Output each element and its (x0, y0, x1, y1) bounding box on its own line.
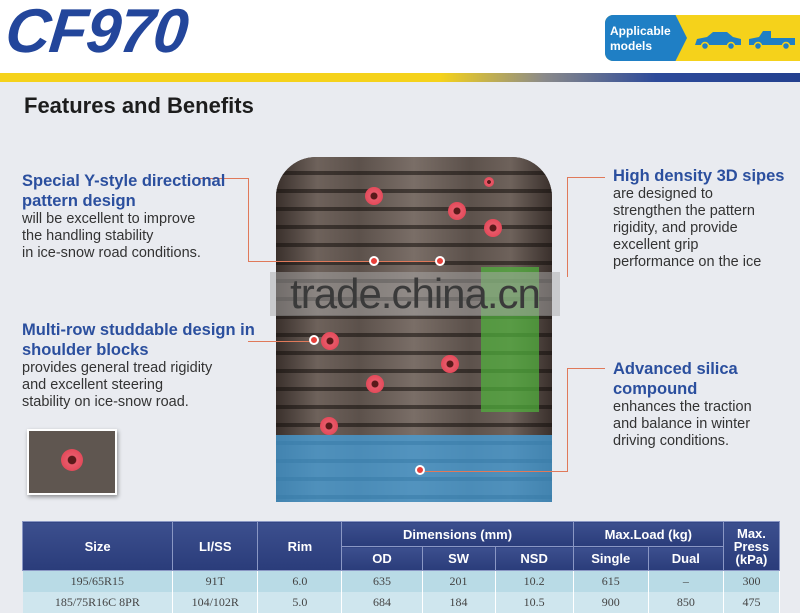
cell-nsd: 10.5 (495, 591, 574, 613)
feature-title: Advanced silica compound (613, 360, 738, 398)
callout-line (567, 368, 568, 472)
header-bar: CF970 Applicable models (0, 0, 800, 73)
feature-title: Special Y-style directional pattern desi… (22, 172, 226, 210)
cell-dual: – (648, 570, 724, 592)
col-dual: Dual (647, 546, 724, 571)
stud (61, 449, 83, 471)
stud (441, 355, 459, 373)
col-single: Single (572, 546, 649, 571)
spec-table: Size LI/SS Rim Dimensions (mm) Max.Load … (21, 521, 781, 613)
callout-dot (369, 256, 379, 266)
col-rim: Rim (257, 521, 343, 571)
feature-body: are designed to strengthen the pattern r… (613, 186, 762, 270)
cell-sw: 201 (422, 570, 496, 592)
table-row: 185/75R16C 8PR 104/102R 5.0 684 184 10.5… (22, 591, 781, 613)
cell-od: 684 (341, 591, 423, 613)
model-name: CF970 (2, 0, 191, 66)
cell-od: 635 (341, 570, 423, 592)
callout-dot (415, 465, 425, 475)
cell-single: 900 (573, 591, 649, 613)
callout-line (248, 261, 438, 262)
cell-rim: 6.0 (257, 570, 343, 592)
section-title: Features and Benefits (24, 93, 254, 118)
pickup-truck-icon (749, 31, 795, 51)
callout-line (567, 368, 605, 369)
callout-line (567, 177, 568, 277)
stud (366, 375, 384, 393)
feature-body: enhances the traction and balance in win… (613, 399, 752, 449)
col-nsd: NSD (494, 546, 574, 571)
cell-li-ss: 104/102R (172, 591, 259, 613)
col-od: OD (341, 546, 423, 571)
stud (484, 219, 502, 237)
callout-line (248, 341, 314, 342)
cell-size: 195/65R15 (22, 570, 174, 592)
header-stripe (0, 73, 800, 82)
applicable-models-label: Applicable models (605, 15, 687, 61)
callout-line (425, 471, 568, 472)
col-max-load: Max.Load (kg) (572, 521, 724, 547)
watermark: trade.china.cn (270, 272, 560, 316)
stud (448, 202, 466, 220)
col-size: Size (21, 521, 174, 571)
col-dimensions: Dimensions (mm) (341, 521, 574, 547)
col-sw: SW (421, 546, 496, 571)
stud (365, 187, 383, 205)
car-icon (695, 32, 741, 51)
tire-tread-image (276, 157, 552, 502)
cell-rim: 5.0 (257, 591, 343, 613)
feature-title: High density 3D sipes (613, 167, 785, 185)
feature-studdable-shoulder: Multi-row studdable design in shoulder b… (22, 320, 262, 411)
col-max-press: Max. Press (kPa) (722, 521, 781, 571)
stud (320, 417, 338, 435)
applicable-models-badge: Applicable models (605, 15, 800, 61)
feature-silica-compound: Advanced silica compound enhances the tr… (613, 359, 800, 450)
stud-closeup-thumbnail (27, 429, 117, 495)
silica-compound-highlight (276, 435, 552, 502)
callout-line (567, 177, 605, 178)
cell-nsd: 10.2 (495, 570, 574, 592)
table-row: 195/65R15 91T 6.0 635 201 10.2 615 – 300 (22, 570, 781, 592)
callout-line (248, 178, 249, 262)
cell-size: 185/75R16C 8PR (22, 591, 174, 613)
col-li-ss: LI/SS (172, 521, 259, 571)
cell-press: 475 (723, 591, 781, 613)
feature-body: will be excellent to improve the handlin… (22, 211, 201, 261)
cell-li-ss: 91T (172, 570, 259, 592)
feature-title: Multi-row studdable design in shoulder b… (22, 321, 255, 359)
cell-sw: 184 (422, 591, 496, 613)
stud (484, 177, 494, 187)
cell-dual: 850 (648, 591, 724, 613)
feature-3d-sipes: High density 3D sipes are designed to st… (613, 166, 800, 274)
callout-dot (309, 335, 319, 345)
callout-line (198, 178, 248, 179)
feature-y-style-pattern: Special Y-style directional pattern desi… (22, 171, 262, 262)
cell-single: 615 (573, 570, 649, 592)
callout-dot (435, 256, 445, 266)
feature-body: provides general tread rigidity and exce… (22, 360, 213, 410)
stud (321, 332, 339, 350)
cell-press: 300 (723, 570, 781, 592)
